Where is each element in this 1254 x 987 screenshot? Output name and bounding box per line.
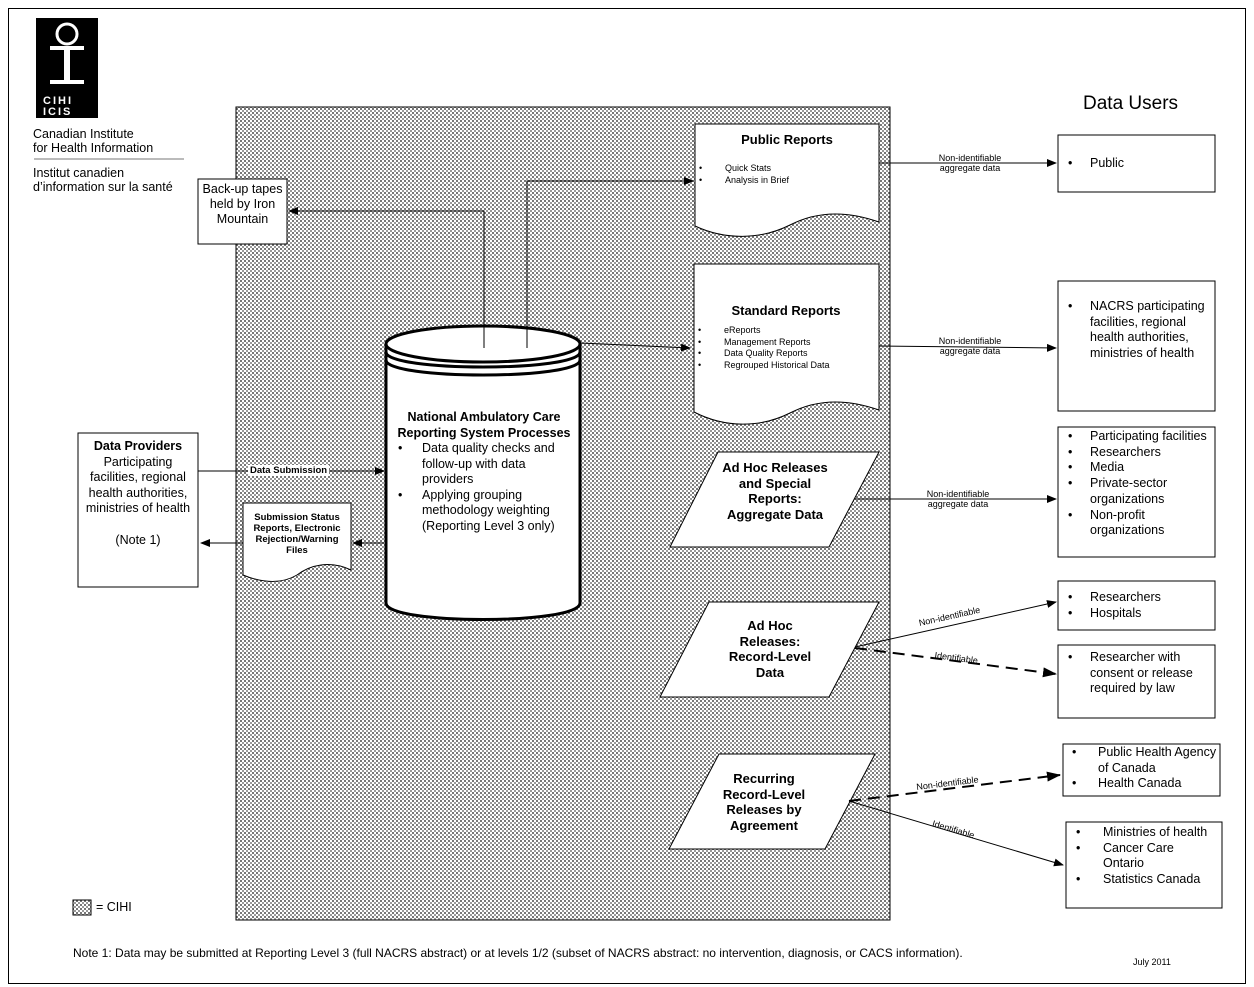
svg-text:CIHI: CIHI: [43, 95, 73, 107]
arrow-label-line: aggregate data: [927, 499, 989, 509]
user-item: Public: [1060, 156, 1210, 172]
date-label: July 2011: [1133, 957, 1171, 967]
logo-name-fr-line2: d’information sur la santé: [33, 180, 173, 194]
arrow-label-line: aggregate data: [939, 346, 1001, 356]
public-reports-title: Public Reports: [741, 132, 833, 147]
user-item: Hospitals: [1060, 605, 1210, 621]
user-item: Statistics Canada: [1068, 872, 1218, 888]
recurring-label: Recurring Record-Level Releases by Agree…: [722, 771, 806, 833]
users-consent: Researcher with consent or release requi…: [1060, 650, 1200, 697]
public-report-item: Quick Stats: [695, 163, 789, 175]
users-phac: Public Health Agency of Canada Health Ca…: [1064, 745, 1218, 792]
user-item: Private-sector organizations: [1060, 476, 1210, 507]
user-item: Ministries of health: [1068, 825, 1218, 841]
data-providers-title: Data Providers: [93, 439, 183, 453]
logo-name-en-line1: Canadian Institute: [33, 127, 134, 141]
user-item: Researcher with consent or release requi…: [1060, 650, 1200, 697]
nacrs-processes-list: Data quality checks and follow-up with d…: [390, 441, 578, 534]
standard-report-item: Management Reports: [694, 337, 830, 349]
user-item: Researchers: [1060, 445, 1210, 461]
user-item: Researchers: [1060, 589, 1210, 605]
adhoc-arrow-label: Non-identifiable aggregate data: [908, 489, 1008, 509]
logo-name-en-line2: for Health Information: [33, 141, 154, 155]
nacrs-processes-title: National Ambulatory Care Reporting Syste…: [397, 410, 571, 440]
standard-reports-title: Standard Reports: [731, 303, 841, 318]
user-item: Health Canada: [1064, 776, 1218, 792]
public-report-item: Analysis in Brief: [695, 175, 789, 187]
adhoc-aggregate-label: Ad Hoc Releases and Special Reports: Agg…: [722, 460, 828, 522]
user-item: Participating facilities: [1060, 429, 1210, 445]
nacrs-arrow-label: Non-identifiable aggregate data: [920, 336, 1020, 356]
user-item: Public Health Agency of Canada: [1064, 745, 1218, 776]
data-users-heading: Data Users: [1083, 93, 1179, 114]
data-submission-label: Data Submission: [248, 465, 330, 476]
logo-name-fr: Institut canadien d’information sur la s…: [33, 166, 173, 194]
svg-text:ICIS: ICIS: [43, 106, 72, 118]
adhoc-record-label: Ad Hoc Releases: Record-Level Data: [728, 618, 812, 680]
logo-name-en: Canadian Institute for Health Informatio…: [33, 127, 153, 155]
user-item: Cancer Care Ontario: [1068, 841, 1218, 872]
arrow-label-line: Non-identifiable: [938, 153, 1002, 163]
users-nacrs: NACRS participating facilities, regional…: [1060, 299, 1210, 361]
users-researchers-hospitals: Researchers Hospitals: [1060, 589, 1210, 621]
standard-report-item: Regrouped Historical Data: [694, 360, 830, 372]
legend-label: = CIHI: [96, 900, 132, 914]
nacrs-process-item: Data quality checks and follow-up with d…: [390, 441, 578, 488]
footnote: Note 1: Data may be submitted at Reporti…: [73, 946, 963, 960]
legend-swatch: [72, 899, 92, 916]
users-ministries: Ministries of health Cancer Care Ontario…: [1068, 825, 1218, 888]
users-adhoc: Participating facilities Researchers Med…: [1060, 429, 1210, 539]
user-item: Media: [1060, 460, 1210, 476]
data-providers-box: Data Providers Participating facilities,…: [82, 439, 194, 548]
data-providers-note: (Note 1): [115, 532, 161, 547]
submission-status-label: Submission Status Reports, Electronic Re…: [253, 512, 341, 556]
public-arrow-label: Non-identifiable aggregate data: [920, 153, 1020, 173]
data-providers-body: Participating facilities, regional healt…: [85, 454, 191, 516]
user-item: NACRS participating facilities, regional…: [1060, 299, 1210, 361]
nacrs-processes: National Ambulatory Care Reporting Syste…: [390, 410, 578, 534]
logo-name-fr-line1: Institut canadien: [33, 166, 125, 180]
arrow-label-line: Non-identifiable: [938, 336, 1002, 346]
backup-tapes-label: Back-up tapes held by Iron Mountain: [202, 182, 283, 226]
users-public: Public: [1060, 156, 1210, 172]
standard-report-item: eReports: [694, 325, 830, 337]
arrow-label-line: Non-identifiable: [926, 489, 990, 499]
nacrs-process-item: Applying grouping methodology weighting …: [390, 488, 578, 535]
standard-report-item: Data Quality Reports: [694, 348, 830, 360]
standard-reports-list: eReports Management Reports Data Quality…: [694, 325, 830, 371]
user-item: Non-profit organizations: [1060, 508, 1210, 539]
cihi-logo-icon: CIHI ICIS: [34, 18, 184, 160]
public-reports-list: Quick Stats Analysis in Brief: [695, 163, 789, 186]
diagram-frame: [8, 8, 1246, 984]
arrow-label-line: aggregate data: [939, 163, 1001, 173]
